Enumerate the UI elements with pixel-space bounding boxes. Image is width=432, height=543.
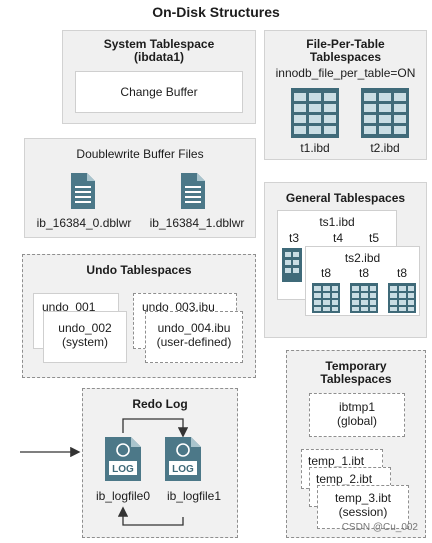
ts2-table-label: t8: [358, 266, 369, 280]
file-per-table-box: File-Per-Table Tablespaces innodb_file_p…: [264, 30, 427, 160]
log-icon-text: LOG: [172, 464, 194, 475]
watermark: CSDN @Cu_002: [341, 522, 418, 533]
file-per-table-title2: Tablespaces: [309, 50, 382, 64]
ts2-box: ts2.ibd t8 t8 t8: [305, 246, 420, 316]
log-icon-text: LOG: [112, 464, 134, 475]
ts1-label: ts1.ibd: [319, 215, 355, 229]
ts2-table-label: t8: [320, 266, 331, 280]
ts1-table-t3-label: t3: [288, 231, 299, 245]
dblwr-file-1-label: ib_16384_1.dblwr: [149, 216, 245, 230]
undo-004-user-defined-label: (user-defined): [156, 335, 232, 349]
document-icon: [71, 173, 95, 209]
temp2-label: temp_2.ibt: [316, 472, 373, 486]
log-file-icon: LOG: [105, 437, 141, 481]
undo-tablespaces-title: Undo Tablespaces: [86, 263, 192, 277]
undo-002-system-label: (system): [62, 335, 108, 349]
table-icon-t8: [388, 283, 416, 313]
logfile-1-label: ib_logfile1: [166, 489, 222, 503]
undo-002-label: undo_002: [58, 321, 112, 335]
ibtmp1-label: ibtmp1: [338, 400, 376, 414]
undo-001-label: undo_001: [42, 300, 96, 314]
temporary-title: Temporary: [325, 359, 387, 373]
logfile-0-label: ib_logfile0: [95, 489, 151, 503]
temp1-label: temp_1.ibt: [308, 454, 365, 468]
undo-tablespaces-box: Undo Tablespaces undo_001 undo_002 (syst…: [22, 254, 256, 378]
temporary-tablespaces-box: Temporary Tablespaces ibtmp1 (global) te…: [286, 350, 426, 538]
general-tablespaces-box: General Tablespaces ts1.ibd t3 t4 t5 ts2…: [264, 182, 427, 338]
table-icon-t3: [282, 248, 302, 282]
ts2-label: ts2.ibd: [344, 251, 381, 265]
temp3-session-label: (session): [338, 505, 388, 519]
redo-input-arrow: [20, 446, 81, 458]
change-buffer-label: Change Buffer: [120, 85, 198, 99]
table-icon-t1: [291, 88, 339, 138]
document-icon: [181, 173, 205, 209]
ts1-table-t4-label: t4: [332, 231, 343, 245]
file-t2-label: t2.ibd: [370, 141, 400, 155]
doublewrite-title: Doublewrite Buffer Files: [76, 147, 204, 161]
file-t1-label: t1.ibd: [300, 141, 330, 155]
ibtmp1-global-label: (global): [336, 414, 378, 428]
dblwr-file-0-label: ib_16384_0.dblwr: [36, 216, 132, 230]
undo-004-box: undo_004.ibu (user-defined): [145, 311, 243, 363]
page-title: On-Disk Structures: [152, 4, 280, 20]
system-tablespace-title: System Tablespace: [103, 37, 215, 51]
undo-003-label: undo_003.ibu: [142, 300, 215, 314]
undo-002-box: undo_002 (system): [43, 311, 127, 363]
log-file-icon: LOG: [165, 437, 201, 481]
temporary-title2: Tablespaces: [320, 372, 392, 386]
temp3-label: temp_3.ibt: [334, 491, 392, 505]
file-per-table-title: File-Per-Table: [306, 37, 385, 51]
ibtmp1-box: ibtmp1 (global): [309, 393, 405, 437]
table-icon-t8: [350, 283, 378, 313]
general-tablespaces-title: General Tablespaces: [285, 191, 406, 205]
doublewrite-box: Doublewrite Buffer Files ib_16384_0.dblw…: [24, 138, 256, 238]
redo-log-title: Redo Log: [132, 397, 188, 411]
temp3-box: temp_3.ibt (session): [317, 485, 409, 529]
system-tablespace-box: System Tablespace (ibdata1) Change Buffe…: [62, 30, 256, 124]
file-per-table-setting: innodb_file_per_table=ON: [275, 66, 416, 80]
redo-cycle-arrows: [117, 418, 189, 526]
table-icon-t2: [361, 88, 409, 138]
undo-004-label: undo_004.ibu: [157, 321, 231, 335]
ts2-table-label: t8: [396, 266, 407, 280]
change-buffer-box: Change Buffer: [75, 71, 243, 113]
system-tablespace-subtitle: (ibdata1): [133, 50, 184, 64]
redo-log-box: Redo Log LOG LOG ib_logfile0 ib_logfile1: [82, 388, 238, 538]
table-icon-t8: [312, 283, 340, 313]
ts1-table-t5-label: t5: [368, 231, 379, 245]
